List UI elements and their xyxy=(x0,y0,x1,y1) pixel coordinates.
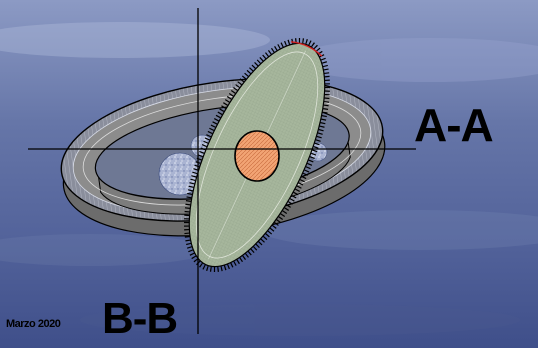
core-ellipse xyxy=(234,130,280,182)
section-label-aa: A-A xyxy=(414,99,494,151)
cloud-streaks xyxy=(0,22,538,336)
date-label: Marzo 2020 xyxy=(6,318,61,330)
section-label-bb: B-B xyxy=(102,294,178,343)
